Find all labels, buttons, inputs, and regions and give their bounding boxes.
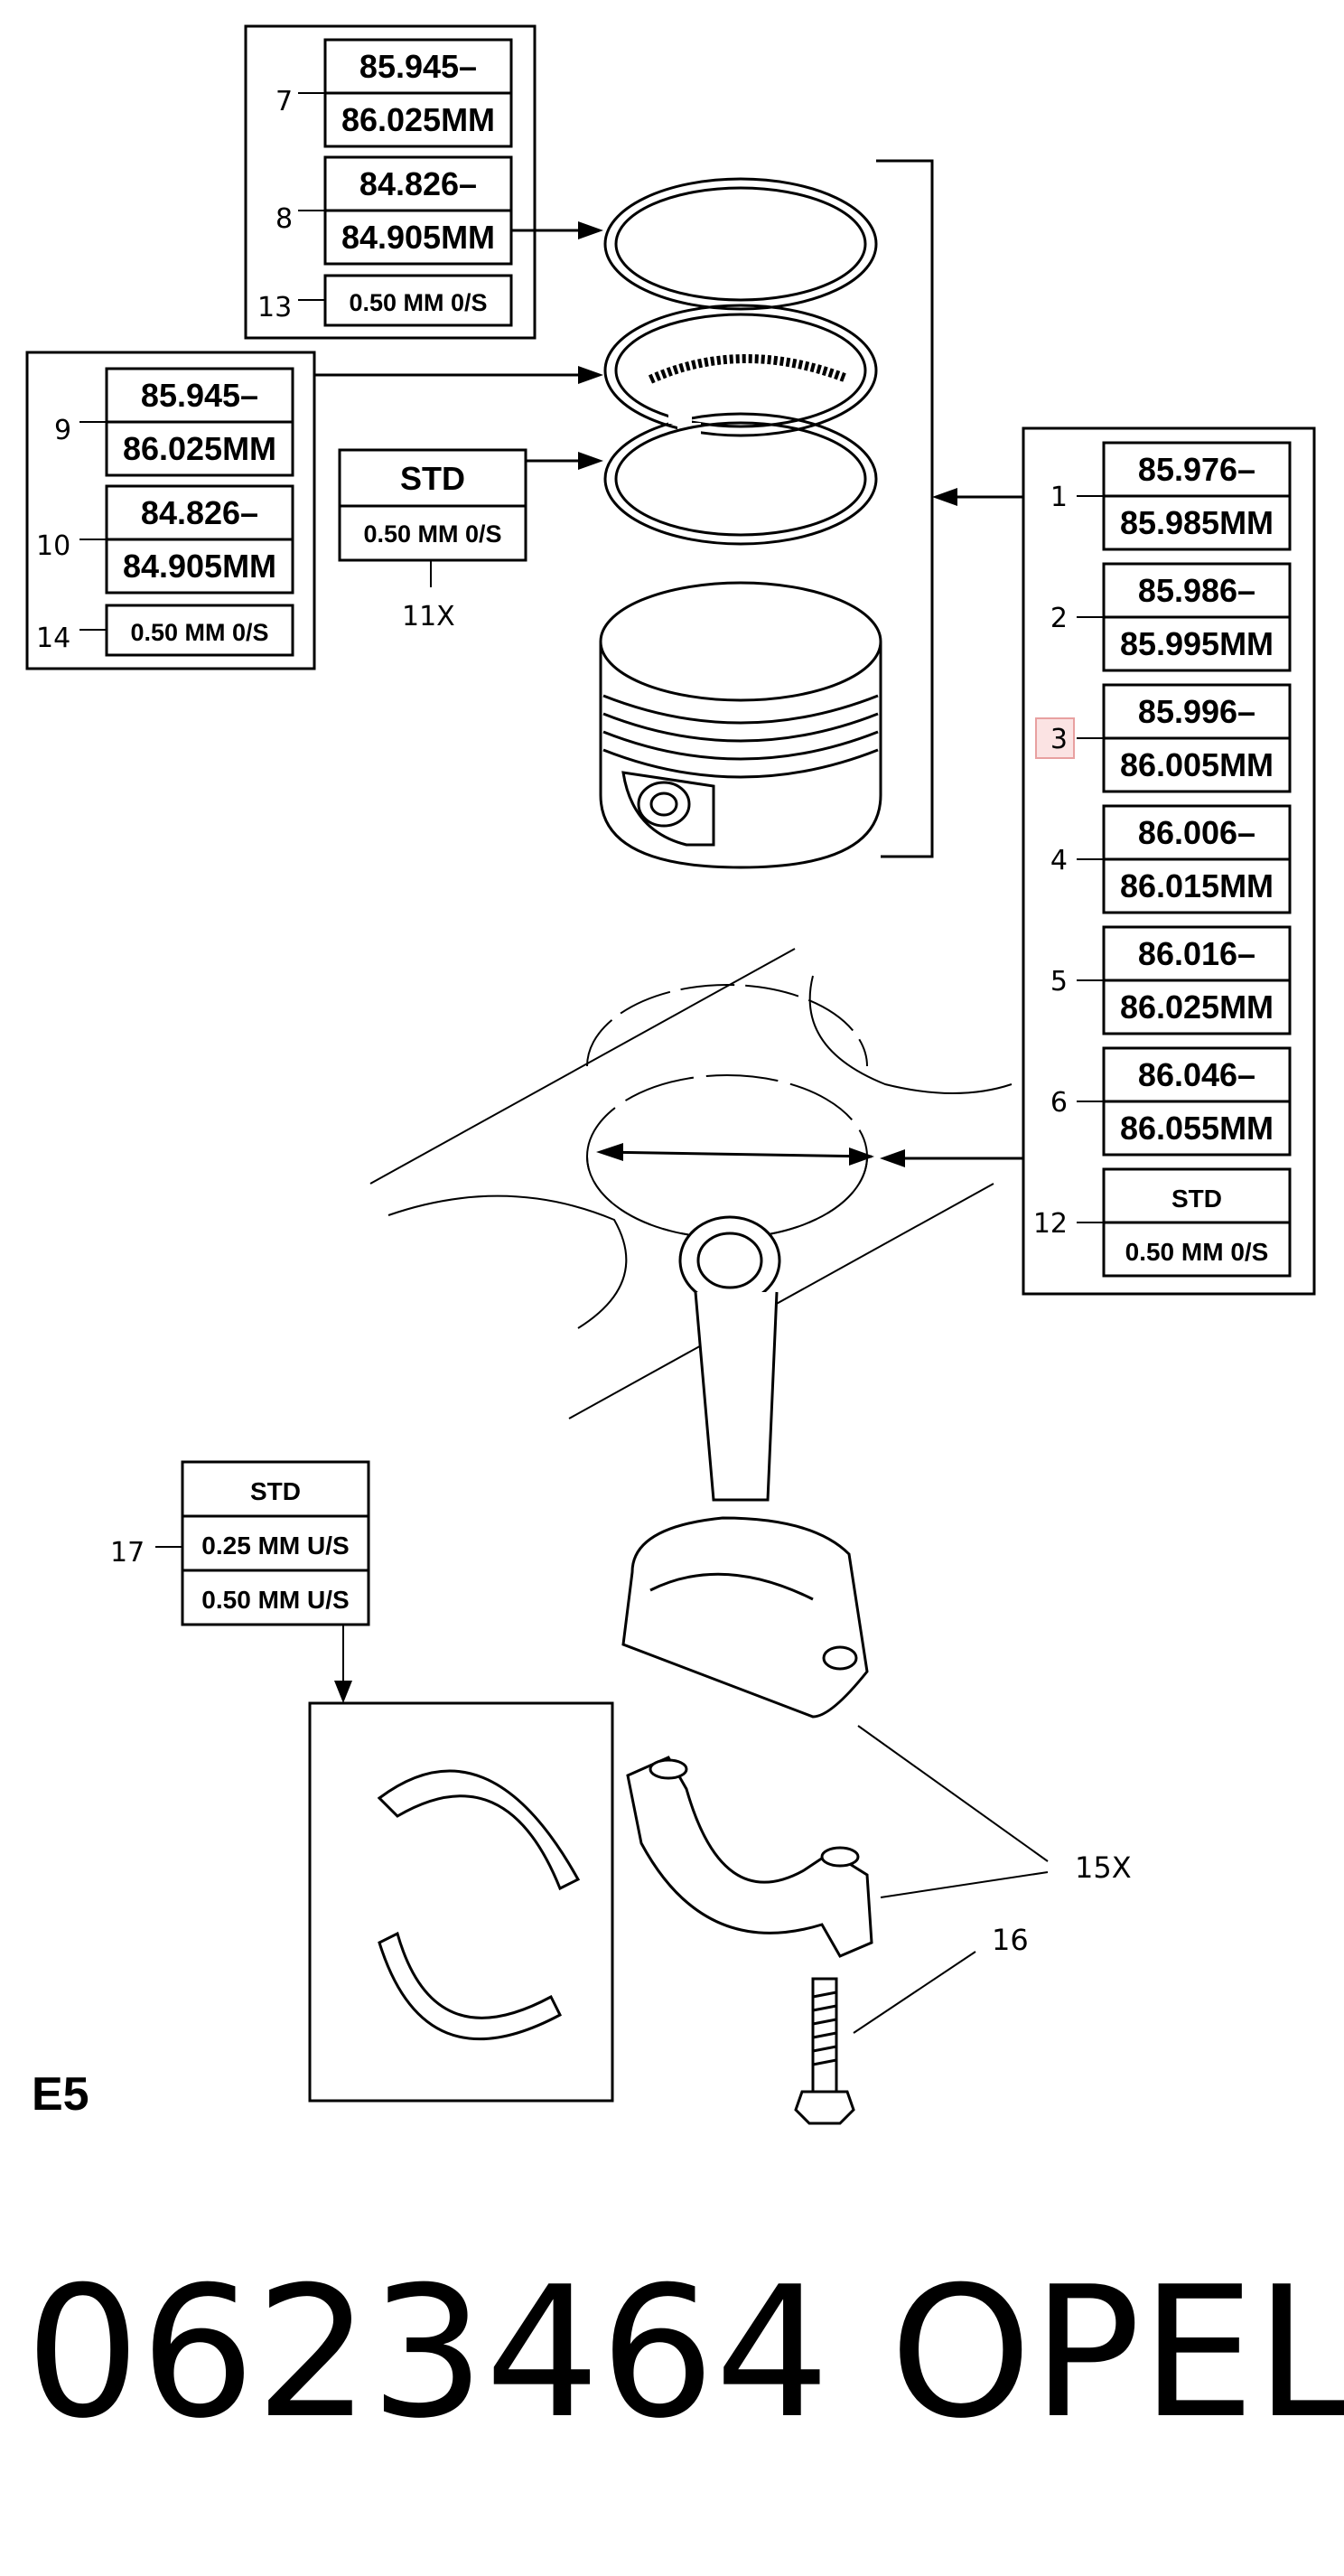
rod-bolt[interactable] (794, 1977, 855, 2125)
spec-6-line1: 86.046– (1138, 1056, 1255, 1093)
ref-1: 1 (1050, 482, 1068, 513)
spec-5-line1: 86.016– (1138, 935, 1255, 972)
brand-name: OPEL (890, 2248, 1344, 2459)
spec-2-line2: 85.995MM (1120, 625, 1274, 662)
spec-5-line2: 86.025MM (1120, 988, 1274, 1026)
spec-1-line1: 85.976– (1138, 451, 1255, 488)
spec-2-line1: 85.986– (1138, 572, 1255, 609)
spec-7-line2: 86.025MM (341, 101, 495, 138)
ref-12: 12 (1033, 1208, 1068, 1240)
group-bearing-panel: STD 0.25 MM U/S 0.50 MM U/S 17 (110, 1460, 370, 1703)
spec-8-line2: 84.905MM (341, 219, 495, 256)
ref-16: 16 (992, 1923, 1029, 1957)
spec-9-line1: 85.945– (141, 377, 258, 414)
spec-10-line1: 84.826– (141, 494, 258, 531)
ref-15x: 15X (1075, 1850, 1132, 1885)
spec-1-line2: 85.985MM (1120, 504, 1274, 541)
part-number: 0623464 (25, 2248, 830, 2459)
bearing-shells-panel[interactable] (308, 1701, 614, 2103)
ref-14: 14 (36, 623, 70, 654)
parts-diagram: 85.945– 86.025MM 7 84.826– 84.905MM 8 0.… (25, 24, 1316, 2125)
ref-11x: 11X (402, 601, 455, 632)
ref-highlight-3[interactable] (1035, 717, 1075, 759)
spec-3-line2: 86.005MM (1120, 746, 1274, 783)
group-std-panel: STD 0.50 MM 0/S 11X (338, 448, 527, 632)
piston[interactable] (599, 581, 882, 869)
bracket-right (876, 159, 1023, 858)
piston-rings[interactable] (603, 167, 878, 546)
spec-11-line2: 0.50 MM 0/S (363, 520, 501, 548)
spec-box-17[interactable] (181, 1460, 370, 1626)
spec-4-line1: 86.006– (1138, 814, 1255, 851)
group-right-panel: 85.976– 85.985MM 1 85.986– 85.995MM 2 85.996– 8… (1022, 426, 1316, 1296)
ring-leaders (314, 221, 603, 470)
ref-8: 8 (275, 203, 293, 235)
ref-5: 5 (1050, 966, 1068, 998)
spec-13-line1: 0.50 MM 0/S (349, 289, 487, 316)
ref-10: 10 (36, 530, 70, 562)
leader-15x-a (857, 1725, 1049, 1862)
cylinder-block[interactable] (369, 948, 1023, 1419)
leader-16 (853, 1951, 976, 2034)
spec-8-line1: 84.826– (359, 165, 477, 202)
ref-17: 17 (110, 1537, 145, 1569)
group-left-panel: 85.945– 86.025MM 9 84.826– 84.905MM 10 0… (25, 351, 316, 670)
spec-4-line2: 86.015MM (1120, 867, 1274, 904)
spec-17-line2: 0.25 MM U/S (201, 1532, 349, 1560)
spec-17-line3: 0.50 MM U/S (201, 1586, 349, 1614)
spec-14-line1: 0.50 MM 0/S (130, 619, 268, 646)
section-code: E5 (32, 2068, 89, 2121)
ref-7: 7 (275, 86, 293, 117)
leader-15x-b (880, 1871, 1049, 1898)
right-spec-list: 85.976– 85.985MM 1 85.986– 85.995MM 2 85.996– 8… (1033, 441, 1292, 1278)
spec-17-line1: STD (250, 1477, 301, 1505)
ref-3: 3 (1050, 724, 1068, 755)
spec-6-line2: 86.055MM (1120, 1110, 1274, 1147)
spec-12-line1: STD (1171, 1185, 1222, 1213)
spec-10-line2: 84.905MM (123, 548, 276, 585)
ref-13: 13 (257, 292, 292, 323)
ref-6: 6 (1050, 1087, 1068, 1119)
ref-9: 9 (54, 415, 71, 446)
spec-12-line2: 0.50 MM 0/S (1125, 1238, 1269, 1266)
spec-9-line2: 86.025MM (123, 430, 276, 467)
spec-11-line1: STD (400, 460, 465, 497)
connecting-rod[interactable] (621, 1215, 869, 1719)
group-top-panel: 85.945– 86.025MM 7 84.826– 84.905MM 8 0.… (244, 24, 537, 340)
rod-cap[interactable] (626, 1756, 873, 1958)
ref-2: 2 (1050, 603, 1068, 634)
ref-4: 4 (1050, 845, 1068, 876)
spec-3-line1: 85.996– (1138, 693, 1255, 730)
spec-7-line1: 85.945– (359, 48, 477, 85)
